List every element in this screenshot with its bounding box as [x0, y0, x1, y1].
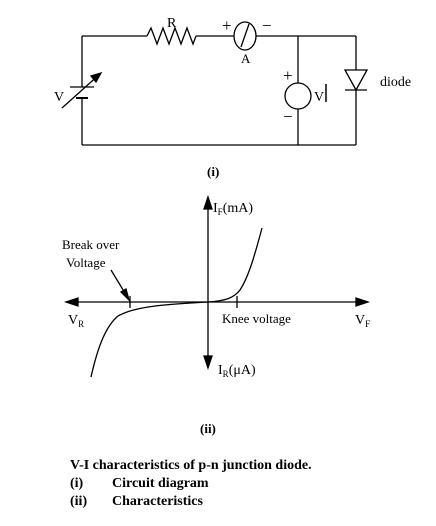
- characteristics-figure-label: (ii): [200, 421, 216, 436]
- breakover-label-line1: Break over: [62, 237, 120, 252]
- ammeter-minus: −: [262, 16, 272, 35]
- circuit-figure-label: (i): [207, 164, 219, 179]
- x-negative-label: VR: [68, 313, 84, 329]
- caption-item-number: (i): [70, 476, 84, 491]
- voltmeter-symbol: [284, 82, 312, 110]
- resistor-label: R: [167, 16, 177, 31]
- diode-triangle: [343, 69, 369, 92]
- x-positive-label: VF: [355, 313, 370, 329]
- ammeter-plus: +: [222, 16, 232, 35]
- vi-characteristics: [63, 194, 371, 378]
- breakover-label-line2: Voltage: [66, 255, 106, 270]
- caption-item-characteristics: (ii) Characteristics: [70, 494, 203, 510]
- ammeter-label: A: [241, 51, 251, 66]
- caption-item-number: (ii): [70, 494, 88, 509]
- variable-arrowhead: [89, 71, 103, 84]
- y-positive-label: IF(mA): [213, 201, 253, 217]
- forward-curve: [207, 227, 263, 303]
- caption-title: V-I characteristics of p-n junction diod…: [70, 458, 312, 473]
- caption-item-text: Characteristics: [112, 494, 203, 509]
- knee-voltage-label: Knee voltage: [222, 311, 291, 326]
- source-label: V: [54, 90, 64, 105]
- ammeter-needle: [240, 23, 250, 48]
- voltmeter-plus: +: [283, 66, 293, 85]
- y-axis-arrow-up: [203, 194, 213, 210]
- reverse-curve: [90, 301, 209, 378]
- voltmeter-minus: −: [283, 107, 293, 126]
- y-axis-arrow-down: [203, 355, 213, 371]
- voltmeter-label: V: [314, 90, 324, 105]
- x-axis-arrow-left: [63, 297, 79, 307]
- circuit-diagram: [61, 21, 369, 146]
- diode-label: diode: [380, 75, 411, 90]
- x-axis-arrow-right: [355, 297, 371, 307]
- breakover-pointer-head: [119, 288, 131, 303]
- resistor-symbol: [146, 26, 197, 46]
- y-negative-label: IR(μA): [218, 363, 256, 379]
- caption-item-circuit: (i) Circuit diagram: [70, 476, 209, 492]
- caption-item-text: Circuit diagram: [112, 476, 209, 491]
